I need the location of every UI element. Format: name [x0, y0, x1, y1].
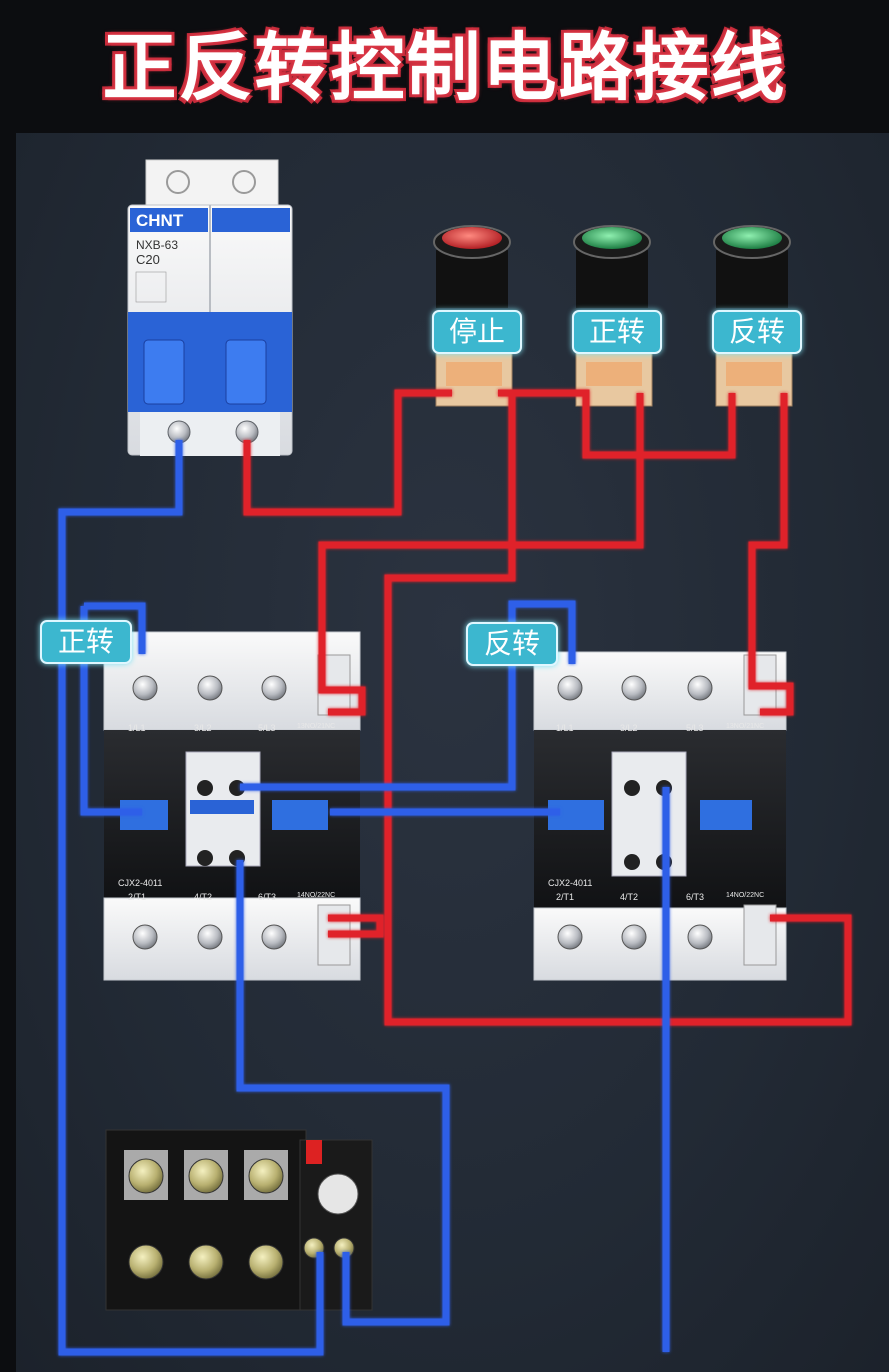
terminal-screw: [621, 675, 647, 701]
terminal-label: 13NO/21NC: [297, 723, 336, 730]
live-wire: [318, 393, 644, 716]
terminal-screw: [687, 924, 713, 950]
terminal-screw: [621, 924, 647, 950]
terminal-label: 1/L1: [556, 723, 574, 733]
forward-button-cap: [582, 227, 642, 249]
neutral-wire: [58, 440, 324, 1356]
breaker-brand: CHNT: [136, 211, 184, 230]
breaker-handle-left: [143, 339, 185, 405]
neutral-wire: [80, 606, 142, 816]
neutral-wire: [236, 860, 450, 1326]
breaker-terminal-screw: [235, 420, 259, 444]
terminal-label: 2/T1: [556, 892, 575, 902]
stop-button-tag: 停止: [432, 310, 522, 354]
stop-button-cap: [442, 227, 502, 249]
breaker-symbol-icon: [166, 170, 190, 194]
terminal-screw: [197, 675, 223, 701]
terminal-label: 2/T1: [128, 892, 147, 902]
breaker-brand-plate: [130, 208, 208, 232]
terminal-label: 14NO/22NC: [726, 892, 765, 899]
reverse-contactor-tag: 反转: [466, 622, 558, 666]
neutral-wire: [84, 602, 146, 654]
live-wire: [748, 393, 794, 716]
terminal-label: 1/L1: [128, 723, 146, 733]
terminal-screw: [197, 924, 223, 950]
reverse-button-cap: [722, 227, 782, 249]
breaker-symbol-icon: [232, 170, 256, 194]
neutral-wires: [58, 440, 670, 1356]
terminal-label: 13NO/21NC: [726, 723, 765, 730]
reverse-button-tag: 反转: [712, 310, 802, 354]
forward-button-tag: 正转: [572, 310, 662, 354]
terminal-screw: [557, 675, 583, 701]
live-wire: [384, 393, 852, 1026]
contactor-model: CJX2-4011: [118, 878, 163, 888]
contactor-reverse: [533, 651, 787, 981]
neutral-wire: [240, 600, 576, 791]
terminal-label: 5/L3: [258, 723, 276, 733]
live-wire: [328, 914, 384, 938]
terminal-label: 14NO/22NC: [297, 892, 336, 899]
terminal-label: 5/L3: [686, 723, 704, 733]
terminal-label: 3/L2: [194, 723, 212, 733]
terminal-screw: [261, 675, 287, 701]
terminal-label: 6/T3: [258, 892, 277, 902]
terminal-screw: [132, 924, 158, 950]
terminal-label: 6/T3: [686, 892, 705, 902]
terminal-label: 3/L2: [620, 723, 638, 733]
terminal-screw: [132, 675, 158, 701]
breaker-model: NXB-63: [136, 238, 178, 252]
breaker-rating: C20: [136, 252, 160, 267]
terminal-label: 4/T2: [194, 892, 213, 902]
live-wires: [243, 389, 852, 1026]
circuit-breaker: CHNT NXB-63 C20: [127, 159, 293, 456]
live-wire: [243, 389, 452, 516]
terminal-label: 4/T2: [620, 892, 639, 902]
breaker-handle-right: [225, 339, 267, 405]
terminal-screw: [687, 675, 713, 701]
thermal-overload-relay: [105, 1129, 373, 1311]
contactor-model: CJX2-4011: [548, 878, 593, 888]
breaker-terminal-screw: [167, 420, 191, 444]
forward-contactor-tag: 正转: [40, 620, 132, 664]
live-wire: [498, 389, 736, 459]
diagram-title: 正反转控制电路接线: [102, 25, 787, 111]
terminal-screw: [557, 924, 583, 950]
terminal-screw: [261, 924, 287, 950]
contactor-forward: [103, 631, 361, 981]
